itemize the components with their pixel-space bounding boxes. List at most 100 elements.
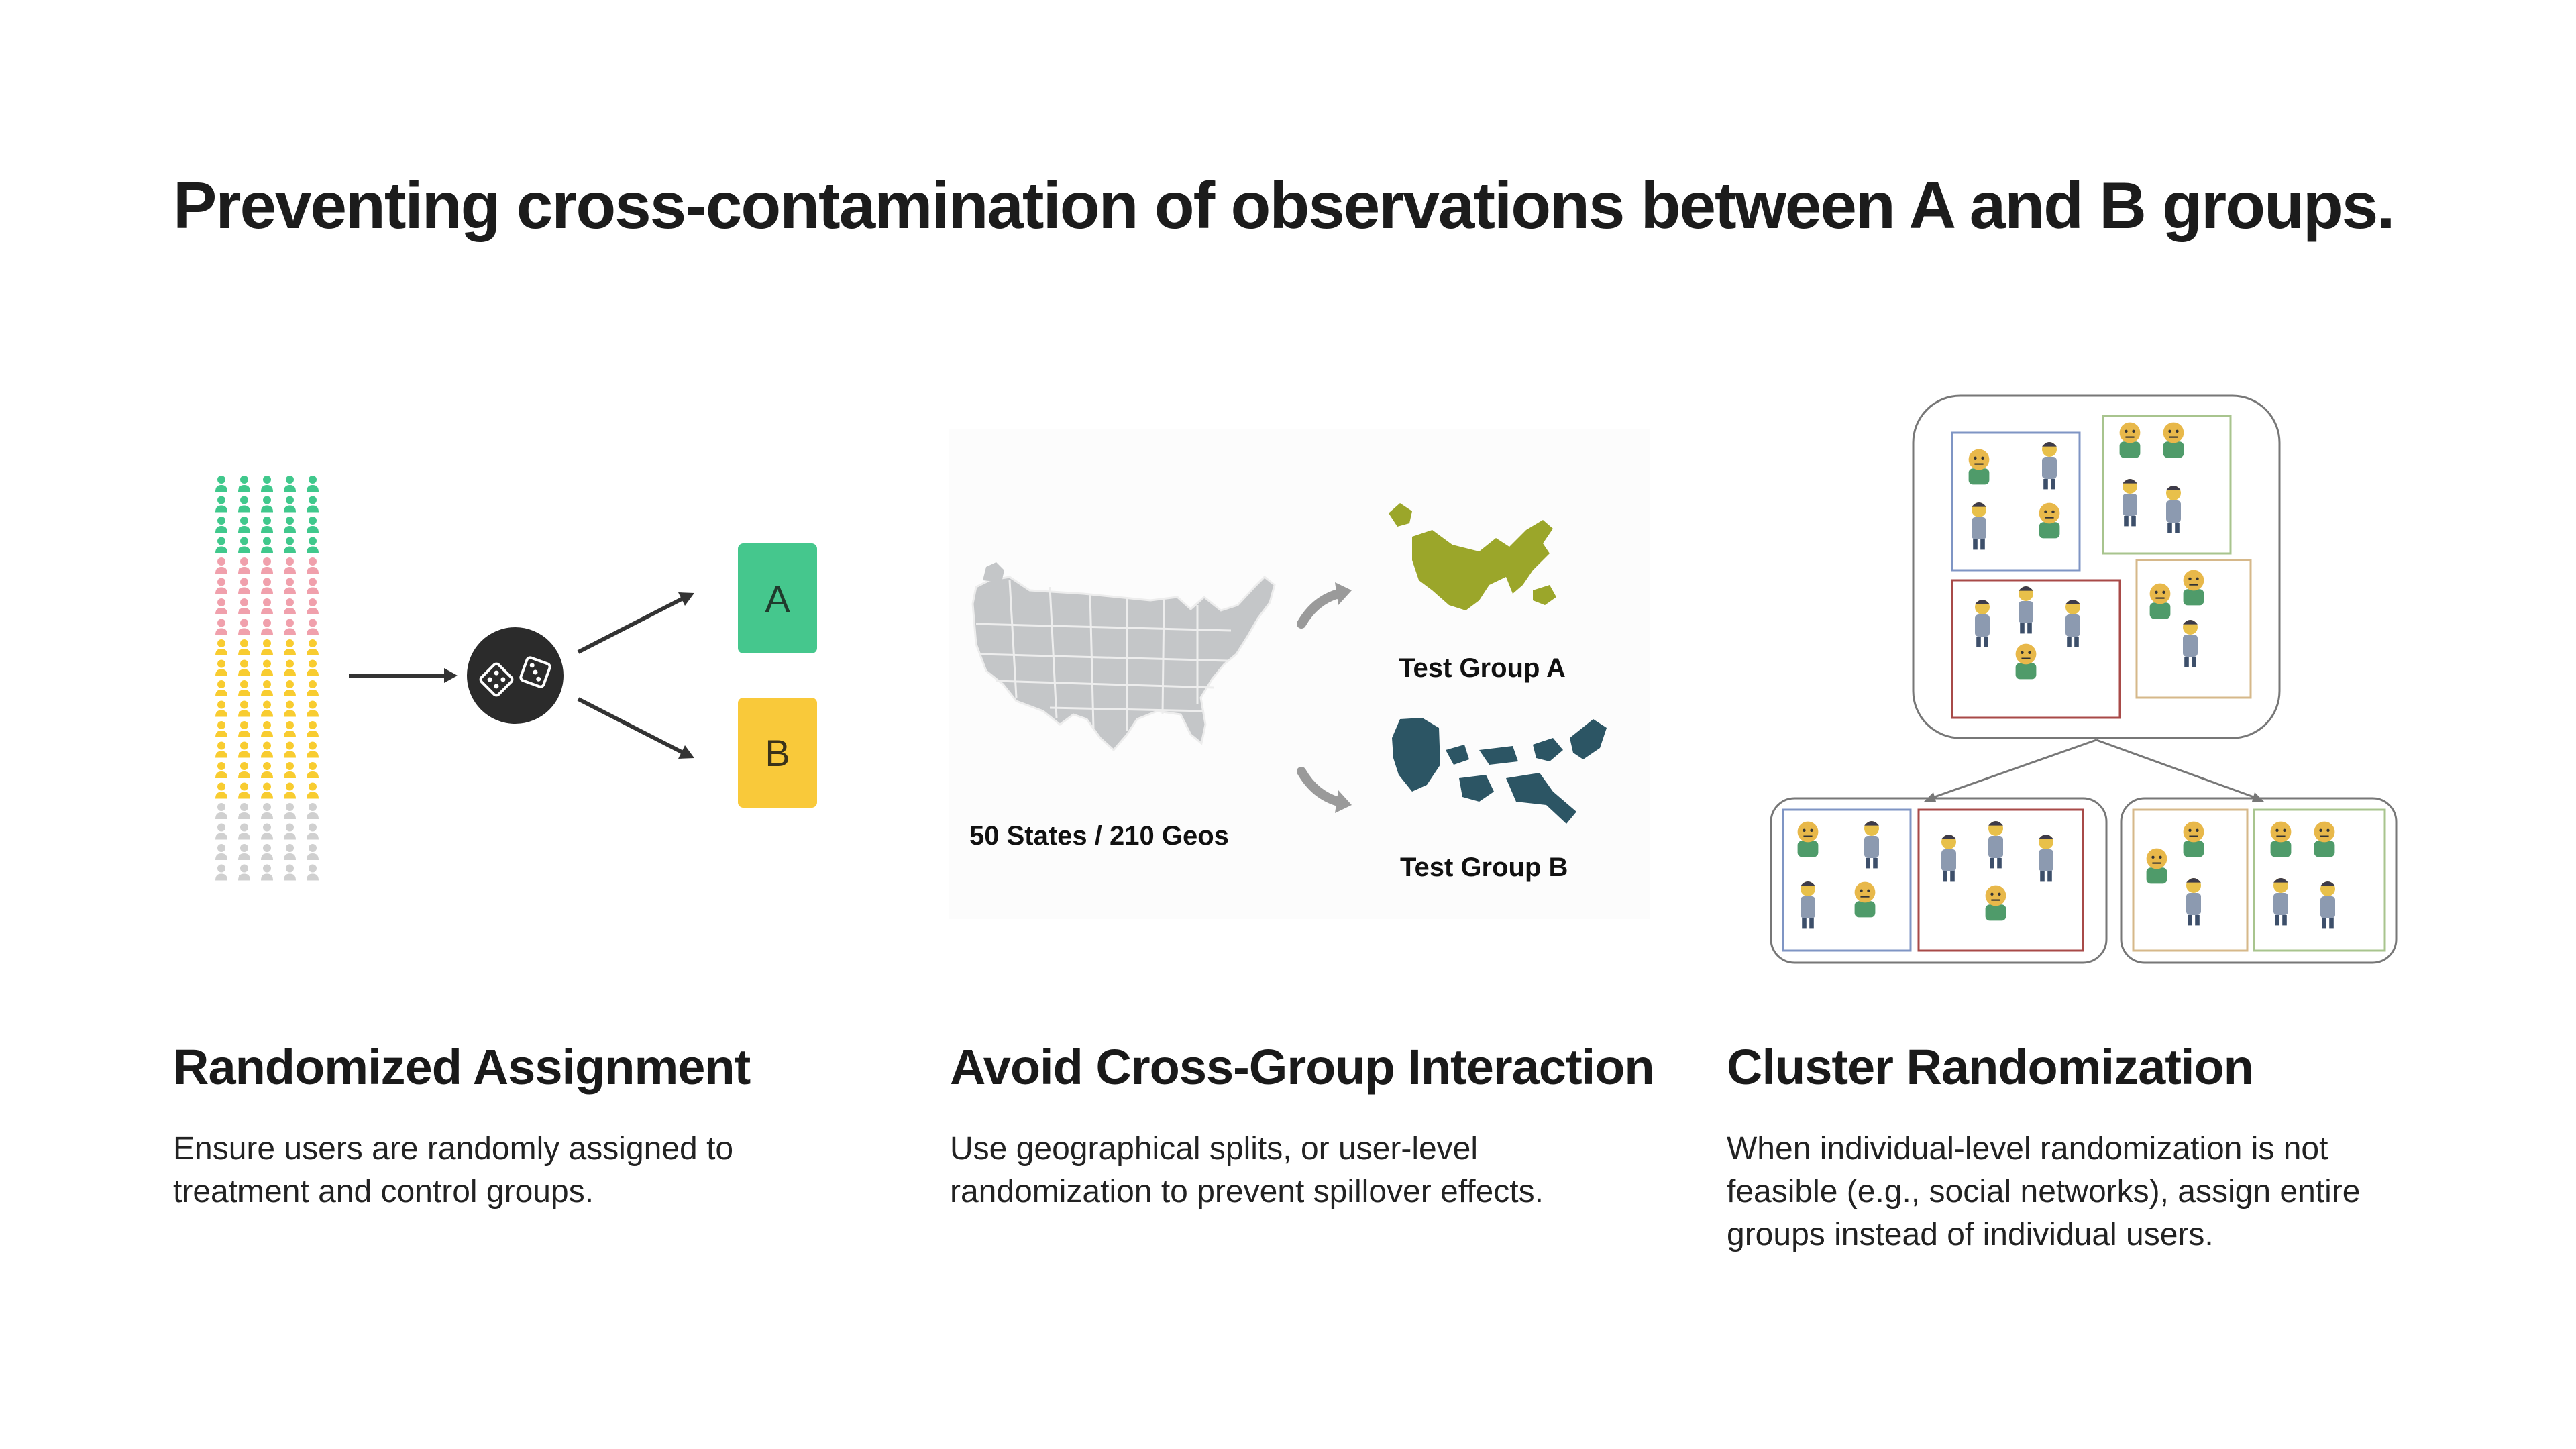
- person-figure: [1801, 881, 1815, 929]
- person-icon: [284, 721, 296, 737]
- people-grid: [215, 476, 319, 881]
- person-icon: [261, 537, 273, 553]
- person-icon: [284, 659, 296, 676]
- person-icon: [261, 578, 273, 594]
- person-icon: [284, 598, 296, 614]
- person-icon: [284, 741, 296, 758]
- person-icon: [238, 517, 250, 533]
- group-a-clusters: [1770, 797, 2108, 964]
- tiger-figure: [1968, 449, 1990, 485]
- person-icon: [284, 517, 296, 533]
- person-icon: [307, 844, 319, 860]
- arrow-to-b: [577, 697, 687, 756]
- person-icon: [238, 659, 250, 676]
- person-icon: [238, 537, 250, 553]
- tiger-figure: [2149, 583, 2171, 619]
- tiger-figure: [2146, 848, 2167, 884]
- person-icon: [215, 844, 227, 860]
- us-map-all-states: [971, 562, 1276, 752]
- tiger-figure: [2183, 570, 2204, 606]
- person-icon: [307, 659, 319, 676]
- person-figure: [2039, 835, 2053, 882]
- dice-icon: [467, 627, 564, 724]
- tiger-figure: [2119, 422, 2141, 458]
- tiger-figure: [2183, 821, 2204, 857]
- person-figure: [1972, 502, 1986, 550]
- person-icon: [238, 721, 250, 737]
- person-icon: [261, 803, 273, 819]
- person-icon: [307, 598, 319, 614]
- section-cluster-randomization: Cluster Randomization When individual-le…: [1727, 1038, 2424, 1256]
- person-icon: [261, 741, 273, 758]
- person-icon: [261, 721, 273, 737]
- person-icon: [238, 680, 250, 696]
- person-icon: [307, 803, 319, 819]
- person-icon: [215, 537, 227, 553]
- person-icon: [238, 844, 250, 860]
- tiger-figure: [1985, 885, 2006, 921]
- tiger-figure: [2314, 821, 2335, 857]
- person-icon: [261, 680, 273, 696]
- person-figure: [2166, 486, 2181, 533]
- person-icon: [284, 864, 296, 881]
- person-icon: [284, 619, 296, 635]
- person-icon: [215, 700, 227, 717]
- person-icon: [215, 741, 227, 758]
- person-icon: [261, 762, 273, 778]
- person-icon: [261, 639, 273, 655]
- person-icon: [215, 557, 227, 574]
- person-icon: [307, 619, 319, 635]
- person-figure: [2065, 600, 2080, 647]
- person-icon: [215, 578, 227, 594]
- split-line-right: [2096, 739, 2258, 800]
- person-figure: [2019, 586, 2033, 634]
- person-icon: [284, 496, 296, 513]
- person-figure: [1941, 835, 1956, 882]
- person-icon: [284, 476, 296, 492]
- person-icon: [261, 659, 273, 676]
- person-icon: [238, 762, 250, 778]
- tiger-figure: [1854, 881, 1876, 918]
- person-figure: [2183, 620, 2198, 667]
- person-figure: [2273, 878, 2288, 926]
- group-b-box: B: [738, 698, 817, 808]
- cluster-randomization-illustration: [1758, 386, 2402, 976]
- randomized-assignment-illustration: A B: [201, 463, 845, 899]
- person-icon: [261, 700, 273, 717]
- person-figure: [1864, 821, 1879, 869]
- group-a-label: A: [765, 578, 790, 620]
- person-icon: [215, 823, 227, 840]
- curved-arrow-to-b: [1297, 767, 1352, 813]
- cluster-box-green: [2102, 415, 2232, 555]
- person-icon: [307, 496, 319, 513]
- section-heading: Cluster Randomization: [1727, 1039, 2254, 1095]
- split-line-left: [1930, 739, 2097, 800]
- person-figure: [2123, 479, 2137, 527]
- person-icon: [284, 639, 296, 655]
- person-icon: [238, 557, 250, 574]
- source-map-label: 50 States / 210 Geos: [969, 821, 1229, 851]
- person-icon: [261, 782, 273, 799]
- person-icon: [307, 476, 319, 492]
- person-icon: [215, 517, 227, 533]
- curved-arrow-to-a: [1297, 582, 1352, 629]
- person-figure: [1988, 821, 2003, 869]
- person-icon: [307, 762, 319, 778]
- person-icon: [261, 476, 273, 492]
- person-icon: [215, 619, 227, 635]
- tiger-figure: [2039, 502, 2060, 539]
- person-icon: [307, 517, 319, 533]
- person-icon: [284, 557, 296, 574]
- tiger-figure: [2270, 821, 2292, 857]
- cluster-box-blue: [1951, 431, 2081, 572]
- person-icon: [261, 496, 273, 513]
- person-icon: [238, 598, 250, 614]
- person-icon: [284, 680, 296, 696]
- person-icon: [284, 844, 296, 860]
- test-group-a-label: Test Group A: [1399, 653, 1566, 683]
- person-icon: [215, 721, 227, 737]
- tiger-figure: [1797, 821, 1819, 857]
- person-icon: [284, 537, 296, 553]
- person-icon: [284, 700, 296, 717]
- tiger-figure: [2163, 422, 2184, 458]
